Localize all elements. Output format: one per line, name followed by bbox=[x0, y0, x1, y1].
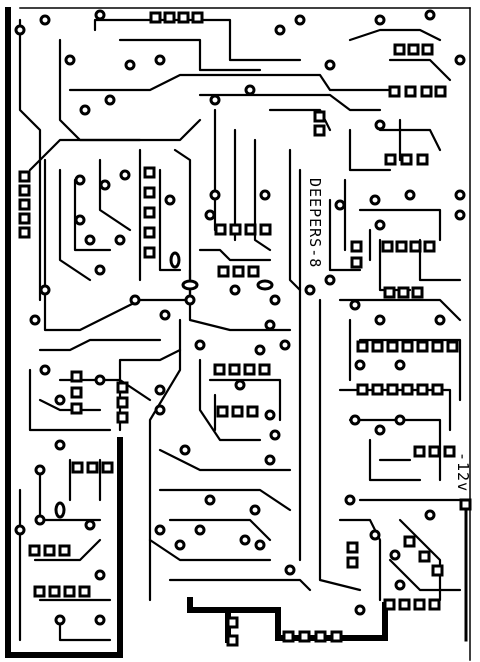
component-pads bbox=[18, 11, 472, 647]
oval-pads bbox=[54, 251, 274, 519]
via-pads bbox=[14, 9, 466, 626]
signal-traces bbox=[18, 18, 462, 642]
supply-voltage-label: -12v bbox=[454, 452, 472, 493]
board-title-label: DEEPERS-8 bbox=[306, 178, 324, 269]
